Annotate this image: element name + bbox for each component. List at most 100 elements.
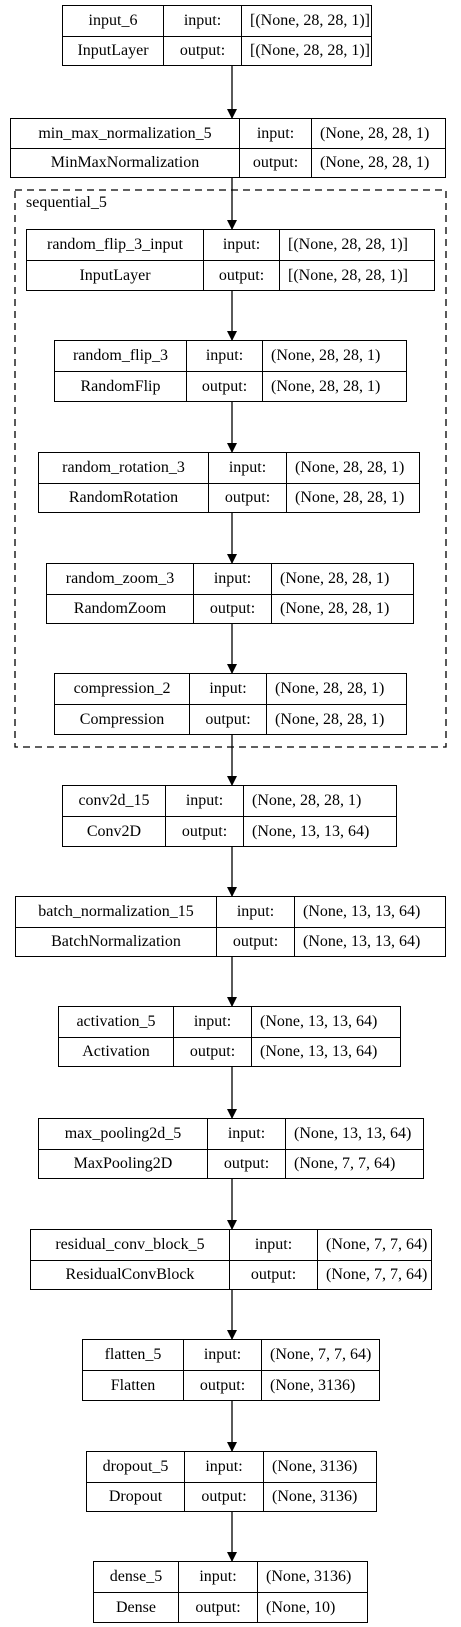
output-shape: (None, 13, 13, 64) [294, 926, 445, 956]
layer-class: ResidualConvBlock [31, 1259, 229, 1290]
layer-name: residual_conv_block_5 [55, 1235, 205, 1253]
group-label: sequential_5 [26, 194, 107, 211]
input-shape: (None, 13, 13, 64) [251, 1007, 400, 1037]
layer-class: RandomZoom [47, 593, 193, 624]
input-label: input: [189, 674, 266, 704]
output-label: output: [173, 1036, 251, 1066]
input-shape: (None, 13, 13, 64) [285, 1119, 423, 1149]
output-shape: (None, 7, 7, 64) [285, 1148, 423, 1178]
layer-class: Conv2D [63, 816, 165, 846]
input-label: input: [239, 119, 311, 148]
layer-node-activation-5: activation_5 input:(None, 13, 13, 64) Acti… [58, 1006, 401, 1067]
layer-name: random_flip_3_input [47, 236, 183, 253]
sequential-group-box [14, 189, 447, 748]
layer-name: batch_normalization_15 [38, 902, 194, 920]
layer-name: compression_2 [73, 680, 171, 697]
input-shape: (None, 13, 13, 64) [294, 897, 445, 927]
output-label: output: [165, 816, 243, 846]
input-label: input: [163, 6, 241, 36]
output-label: output: [189, 704, 266, 734]
output-shape: (None, 28, 28, 1) [286, 482, 419, 512]
layer-name: random_zoom_3 [65, 569, 175, 587]
layer-node-random-flip-3-input: random_flip_3_input input:[(None, 28, 28,… [26, 229, 435, 291]
layer-class: RandomFlip [55, 371, 186, 401]
layer-class: Flatten [83, 1370, 183, 1400]
input-label: input: [183, 1340, 261, 1370]
layer-class: InputLayer [63, 35, 163, 66]
input-shape: [(None, 28, 28, 1)] [279, 230, 434, 260]
input-shape: (None, 7, 7, 64) [261, 1340, 379, 1370]
layer-class: MinMaxNormalization [11, 148, 239, 177]
layer-name: flatten_5 [104, 1346, 162, 1363]
output-label: output: [178, 1592, 257, 1622]
output-shape: (None, 28, 28, 1) [262, 371, 406, 401]
output-shape: (None, 13, 13, 64) [243, 816, 396, 846]
layer-name: random_flip_3 [72, 347, 169, 364]
layer-node-random-zoom-3: random_zoom_3 input:(None, 28, 28, 1) Rand… [46, 563, 414, 624]
layer-class: InputLayer [27, 260, 203, 290]
input-label: input: [207, 1119, 285, 1149]
input-label: input: [208, 453, 286, 483]
output-label: output: [186, 371, 262, 401]
layer-node-max-pooling2d-5: max_pooling2d_5 input:(None, 13, 13, 64) M… [38, 1118, 424, 1179]
output-label: output: [163, 35, 241, 65]
input-label: input: [229, 1230, 317, 1260]
input-label: input: [203, 230, 279, 260]
input-shape: [(None, 28, 28, 1)] [241, 6, 371, 36]
output-label: output: [183, 1370, 261, 1400]
input-shape: (None, 7, 7, 64) [317, 1230, 431, 1260]
layer-node-random-flip-3: random_flip_3 input:(None, 28, 28, 1) Rand… [54, 340, 407, 402]
input-label: input: [173, 1007, 251, 1037]
layer-class: BatchNormalization [16, 926, 216, 957]
input-shape: (None, 3136) [263, 1452, 376, 1482]
layer-name: random_rotation_3 [62, 458, 185, 476]
layer-class: MaxPooling2D [39, 1148, 207, 1179]
input-shape: (None, 3136) [257, 1562, 367, 1592]
output-label: output: [207, 1148, 285, 1178]
output-label: output: [203, 260, 279, 290]
output-shape: (None, 28, 28, 1) [271, 593, 413, 623]
output-shape: [(None, 28, 28, 1)] [279, 260, 434, 290]
output-label: output: [229, 1259, 317, 1289]
input-shape: (None, 28, 28, 1) [271, 564, 413, 594]
input-shape: (None, 28, 28, 1) [311, 119, 445, 148]
input-shape: (None, 28, 28, 1) [266, 674, 406, 704]
layer-name: dense_5 [109, 1568, 163, 1585]
output-label: output: [184, 1481, 263, 1511]
output-label: output: [216, 926, 294, 956]
output-shape: (None, 28, 28, 1) [311, 148, 445, 177]
layer-class: RandomRotation [39, 482, 208, 513]
layer-name: input_6 [88, 11, 138, 29]
layer-class: Dense [94, 1592, 178, 1622]
input-label: input: [178, 1562, 257, 1592]
output-shape: [(None, 28, 28, 1)] [241, 35, 371, 65]
layer-name: max_pooling2d_5 [64, 1124, 182, 1142]
layer-class: Activation [59, 1036, 173, 1067]
input-label: input: [193, 564, 271, 594]
layer-node-random-rotation-3: random_rotation_3 input:(None, 28, 28, 1)… [38, 452, 420, 513]
output-shape: (None, 7, 7, 64) [317, 1259, 431, 1289]
layer-class: Compression [55, 704, 189, 734]
output-shape: (None, 13, 13, 64) [251, 1036, 400, 1066]
output-shape: (None, 3136) [261, 1370, 379, 1400]
output-shape: (None, 3136) [263, 1481, 376, 1511]
layer-name: activation_5 [76, 1012, 156, 1030]
input-label: input: [184, 1452, 263, 1482]
input-shape: (None, 28, 28, 1) [243, 786, 396, 816]
layer-node-residual-conv-block-5: residual_conv_block_5 input:(None, 7, 7, … [30, 1229, 432, 1290]
layer-class: Dropout [87, 1481, 184, 1512]
input-label: input: [165, 786, 243, 816]
output-shape: (None, 28, 28, 1) [266, 704, 406, 734]
output-label: output: [239, 148, 311, 177]
input-label: input: [186, 341, 262, 371]
input-label: input: [216, 897, 294, 927]
layer-node-compression-2: compression_2 input:(None, 28, 28, 1) Comp… [54, 673, 407, 735]
output-shape: (None, 10) [257, 1592, 367, 1622]
layer-name: dropout_5 [102, 1457, 169, 1475]
